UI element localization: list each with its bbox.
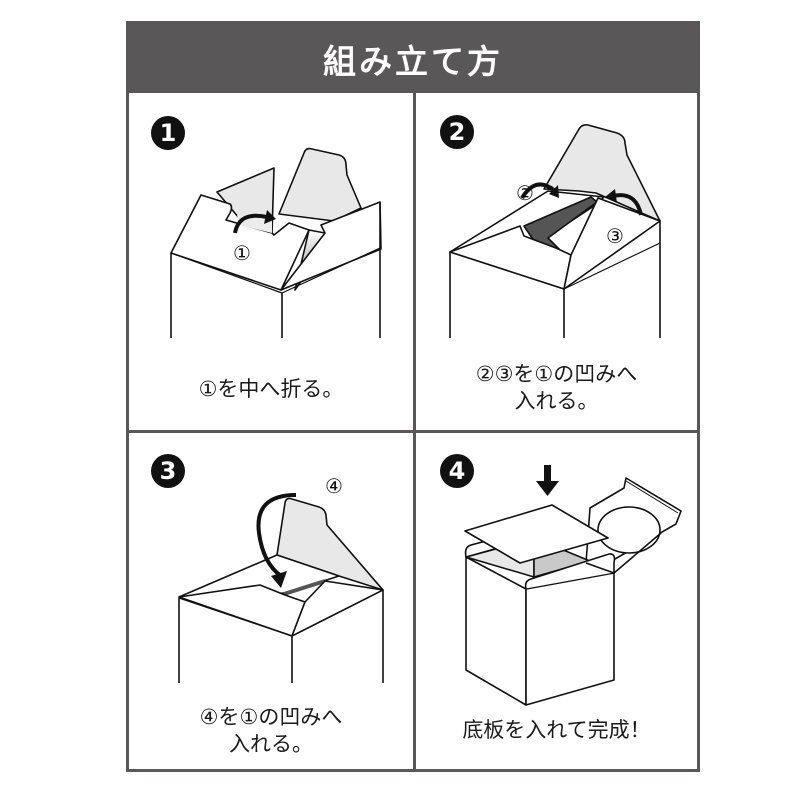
step-2-panel: ② ③ 2 ②③を①の凹みへ 入れる。 [416,93,697,430]
down-arrow-icon [536,465,559,496]
flap-label-1: ① [233,241,251,265]
step-4-caption: 底板を入れて完成！ [462,718,651,742]
step-1-caption: ①を中へ折る。 [198,377,344,401]
step-1-panel: ① 1 ①を中へ折る。 [129,93,413,430]
fold-arrow-4-icon [256,493,297,578]
step-3-box-illustration: ④ [178,474,384,683]
grid-divider-horizontal [129,430,697,433]
fold-arrow-2-icon [520,182,557,200]
step-1-badge: 1 [151,116,185,150]
step-3-badge: 3 [151,454,185,488]
page-title: 組み立て方 [129,24,697,93]
step-1-box-illustration: ① [170,147,382,338]
fold-arrow-3-icon [612,193,643,216]
step-3-caption: ④を①の凹みへ 入れる。 [199,705,343,756]
flap-label-4: ④ [325,474,343,498]
flap-label-2: ② [516,181,534,205]
step-4-box-illustration [464,465,682,706]
assembly-instructions-sheet: 組み立て方 [126,21,700,772]
step-2-caption: ②③を①の凹みへ 入れる。 [475,362,638,413]
step-2-box-illustration: ② ③ [449,124,661,338]
fold-arrow-icon [233,213,268,234]
step-4-badge: 4 [440,454,474,488]
step-4-panel: 4 底板を入れて完成！ [416,433,697,772]
flap-label-3: ③ [606,224,624,248]
step-3-panel: ④ 3 ④を①の凹みへ 入れる。 [129,433,413,772]
step-2-badge: 2 [440,115,474,149]
